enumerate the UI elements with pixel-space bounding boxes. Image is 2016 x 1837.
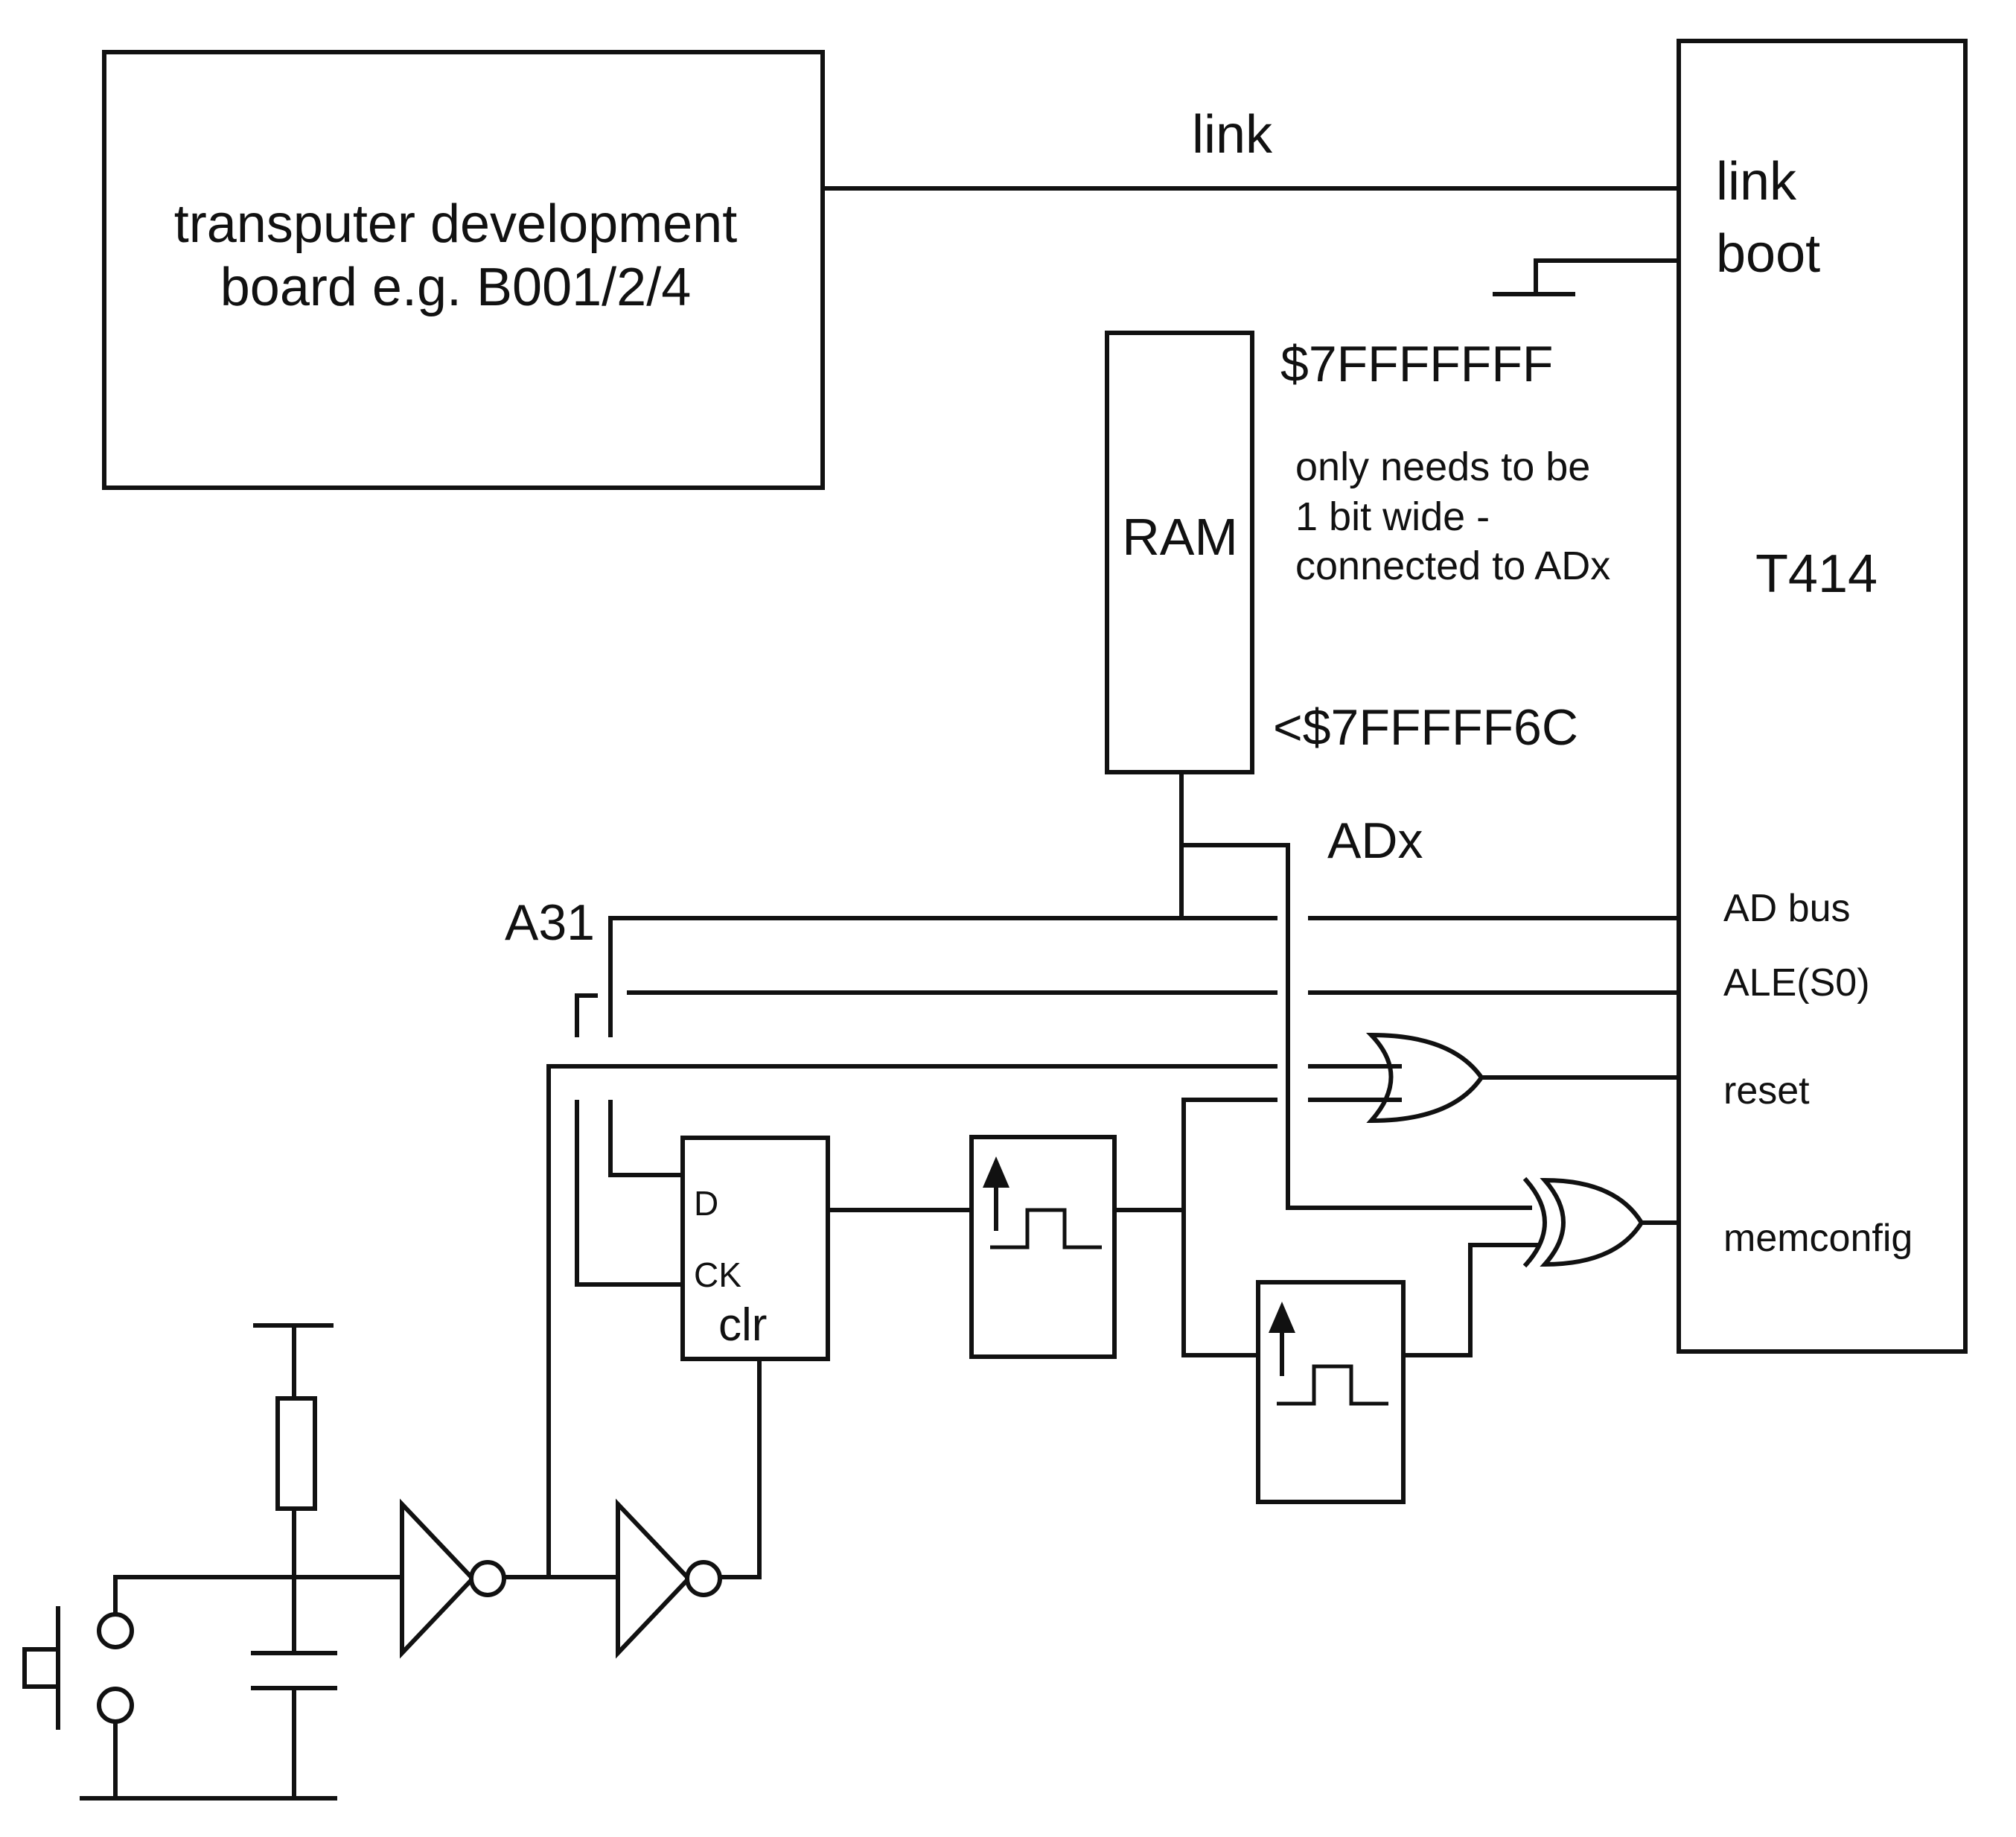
boot-wire [1534, 258, 1681, 296]
inverter-2-bubble [685, 1560, 722, 1597]
button-reset-wire [546, 1064, 1277, 1579]
t414-pin-ale: ALE(S0) [1723, 961, 1870, 1005]
pulse2-arrow-head-icon [1269, 1302, 1295, 1333]
inverter-1 [400, 1498, 476, 1659]
ram-addr-top: $7FFFFFFF [1280, 336, 1553, 392]
switch-contact-top [97, 1612, 134, 1649]
ff-ck-label: CK [694, 1255, 741, 1294]
ram-label: RAM [1122, 508, 1238, 566]
t414-title: T414 [1755, 544, 1878, 604]
t414-pin-link: link [1716, 152, 1797, 211]
pulse1-waveform-icon [990, 1208, 1102, 1249]
pulse1-arrow-head-icon [983, 1156, 1009, 1188]
dev-board [102, 50, 825, 490]
t414-pin-boot: boot [1716, 224, 1820, 284]
a31-label: A31 [505, 894, 595, 951]
adx-wire [1179, 843, 1532, 1210]
ale-to-ck-wire [575, 1100, 685, 1287]
dev-board-line1: transputer development [174, 194, 737, 254]
switch-contact-bottom [97, 1687, 134, 1724]
link-wire-label: link [1192, 105, 1273, 165]
pullup-resistor [275, 1396, 317, 1511]
pulse2-waveform-icon [1277, 1364, 1388, 1406]
ram-note-line3: connected to ADx [1295, 544, 1610, 588]
ff-d-label: D [694, 1184, 718, 1223]
ff-clr-label: clr [718, 1299, 767, 1351]
memconfig-xor-gate [1540, 1177, 1645, 1267]
t414-pin-memconfig: memconfig [1723, 1217, 1913, 1260]
ram-note-line1: only needs to be [1295, 445, 1590, 489]
inv2-to-clr-wire [718, 1357, 762, 1579]
t414-pin-ad-bus: AD bus [1723, 887, 1851, 930]
t414-chip [1677, 39, 1968, 1354]
t414-pin-reset: reset [1723, 1069, 1810, 1112]
ram-chip [1105, 331, 1254, 774]
switch-to-inv1-wire [113, 1575, 404, 1614]
pushbutton-cap [22, 1647, 60, 1689]
inverter-1-bubble [469, 1560, 506, 1597]
inverter-2 [616, 1498, 692, 1659]
ram-note-line2: 1 bit wide - [1295, 494, 1490, 539]
ram-addr-bottom: <$7FFFFF6C [1273, 699, 1578, 756]
a31-to-d-wire [608, 1100, 685, 1177]
memconfig-xor-back [1522, 1177, 1547, 1268]
pulse2-memconfig-wire [1401, 1243, 1540, 1357]
dev-board-line2: board e.g. B001/2/4 [220, 258, 692, 317]
pulse1-to-pulse2-wire [1181, 1208, 1260, 1357]
adx-label: ADx [1327, 812, 1423, 869]
pulse1-reset-wire [1181, 1098, 1277, 1212]
d-flip-flop [680, 1136, 830, 1361]
reset-or-gate [1365, 1032, 1484, 1124]
ale-pulse-symbol [575, 993, 598, 1037]
